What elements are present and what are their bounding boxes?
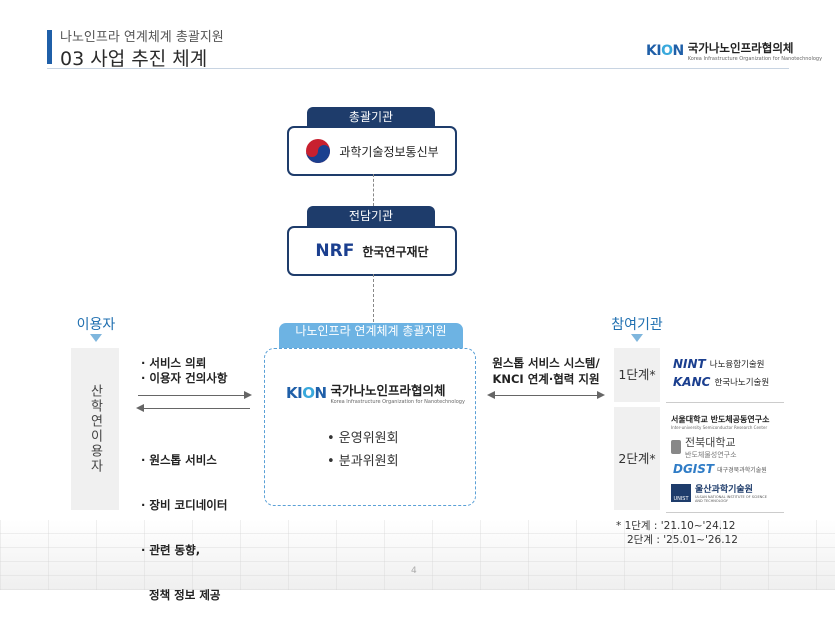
- stage2-box: 2단계*: [614, 407, 660, 510]
- service-item: · 관련 동향,: [141, 543, 201, 557]
- stage-divider: [666, 512, 784, 513]
- agency-name: 한국연구재단: [362, 244, 429, 259]
- page-title: 03 사업 추진 체계: [60, 48, 208, 70]
- user-requests: · 서비스 의뢰 · 이용자 건의사항: [141, 356, 227, 386]
- unist-sub: ULSAN NATIONAL INSTITUTE OF SCIENCE AND …: [695, 495, 767, 503]
- logo-korean-name: 국가나노인프라협의체: [687, 41, 794, 55]
- dgist-logo: DGIST: [673, 462, 715, 476]
- note-line: 2단계 : '25.01~'26.12: [627, 534, 738, 546]
- kion-logo-center: KION 국가나노인프라협의체 Korea Infrastructure Org…: [286, 380, 465, 405]
- arrow-head-left: [136, 404, 144, 412]
- arrow-to-users: [144, 408, 250, 409]
- kanc-org: KANC 한국나노기술원: [673, 375, 769, 389]
- stage1-box: 1단계*: [614, 348, 660, 402]
- jbnu-emblem-icon: [671, 440, 681, 454]
- snu-org: 서울대학교 반도체공동연구소 Inter-university Semicond…: [671, 414, 769, 430]
- committee-item: • 운영위원회: [327, 431, 399, 446]
- center-tag-text: 나노인프라 연계체계 총괄지원: [295, 324, 447, 338]
- users-box: 산학연이용자: [71, 348, 119, 510]
- users-title: 이용자: [76, 317, 116, 333]
- nrf-logo: NRF: [315, 241, 355, 261]
- service-item: · 원스톱 서비스: [141, 453, 217, 467]
- center-committee-list: • 운영위원회 • 분과위원회: [327, 427, 399, 473]
- logo-english-name: Korea Infrastructure Organization for Na…: [330, 399, 465, 405]
- support-line: KNCI 연계·협력 지원: [492, 372, 600, 386]
- service-item: · 장비 코디네이터: [141, 498, 228, 512]
- jbnu-sub: 반도체물성연구소: [685, 451, 737, 459]
- logo-english-name: Korea Infrastructure Organization for Na…: [687, 56, 823, 62]
- arrow-head-left: [487, 391, 495, 399]
- nint-logo: NINT: [673, 357, 706, 371]
- center-box: [264, 348, 476, 506]
- snu-name: 서울대학교 반도체공동연구소: [671, 415, 770, 424]
- stage-divider: [666, 402, 784, 403]
- unist-logo: UNIST: [671, 483, 691, 502]
- note-line: * 1단계 : '21.10~'24.12: [616, 520, 736, 532]
- header-divider: [47, 68, 789, 69]
- kion-logo-header: KION 국가나노인프라협의체 Korea Infrastructure Org…: [646, 40, 822, 62]
- supervisor-name: 과학기술정보통신부: [339, 144, 439, 159]
- support-line: 원스톱 서비스 시스템/: [492, 356, 600, 370]
- kanc-logo: KANC: [673, 375, 711, 389]
- nint-name: 나노융합기술원: [709, 360, 765, 370]
- kanc-name: 한국나노기술원: [714, 378, 770, 388]
- page-number: 4: [411, 566, 417, 576]
- snu-sub: Inter-university Semiconductor Research …: [671, 425, 768, 430]
- connector-line: [373, 174, 374, 206]
- request-item: · 서비스 의뢰: [141, 356, 207, 370]
- kion-logo-mark: KION: [286, 383, 327, 402]
- taegeuk-icon: [306, 139, 331, 163]
- service-item: 정책 정보 제공: [141, 588, 221, 602]
- supervisor-label: 총괄기관: [307, 107, 435, 127]
- dgist-name: 대구경북과학기술원: [717, 466, 767, 474]
- agency-label: 전담기관: [307, 206, 435, 226]
- support-text: 원스톱 서비스 시스템/ KNCI 연계·협력 지원: [484, 355, 608, 387]
- supervisor-box: 과학기술정보통신부: [287, 126, 457, 176]
- logo-korean-name: 국가나노인프라협의체: [330, 383, 446, 398]
- header-accent-bar: [47, 30, 52, 64]
- agency-box: NRF 한국연구재단: [287, 226, 457, 276]
- header-subtitle: 나노인프라 연계체계 총괄지원: [60, 30, 224, 45]
- unist-name: 울산과학기술원: [695, 485, 753, 495]
- users-down-triangle: [90, 334, 102, 342]
- connector-line: [373, 274, 374, 322]
- participants-down-triangle: [631, 334, 643, 342]
- jbnu-org: 전북대학교 반도체물성연구소: [671, 434, 737, 460]
- arrow-head-right: [244, 391, 252, 399]
- unist-org: UNIST 울산과학기술원 ULSAN NATIONAL INSTITUTE O…: [671, 482, 775, 503]
- dgist-org: DGIST 대구경북과학기술원: [673, 462, 767, 476]
- bidirectional-arrow: [495, 395, 597, 396]
- jbnu-name: 전북대학교: [685, 436, 736, 449]
- nint-org: NINT 나노융합기술원: [673, 357, 765, 371]
- participants-title: 참여기관: [611, 317, 663, 333]
- kion-logo-mark: KION: [646, 43, 684, 59]
- committee-item: • 분과위원회: [327, 454, 399, 469]
- request-item: · 이용자 건의사항: [141, 371, 228, 385]
- stage-period-note: * 1단계 : '21.10~'24.12 2단계 : '25.01~'26.1…: [616, 519, 738, 547]
- arrow-head-right: [597, 391, 605, 399]
- arrow-to-center: [138, 395, 244, 396]
- user-services: · 원스톱 서비스 · 장비 코디네이터 · 관련 동향, 정책 정보 제공: [141, 423, 227, 618]
- users-box-text: 산학연이용자: [87, 384, 103, 474]
